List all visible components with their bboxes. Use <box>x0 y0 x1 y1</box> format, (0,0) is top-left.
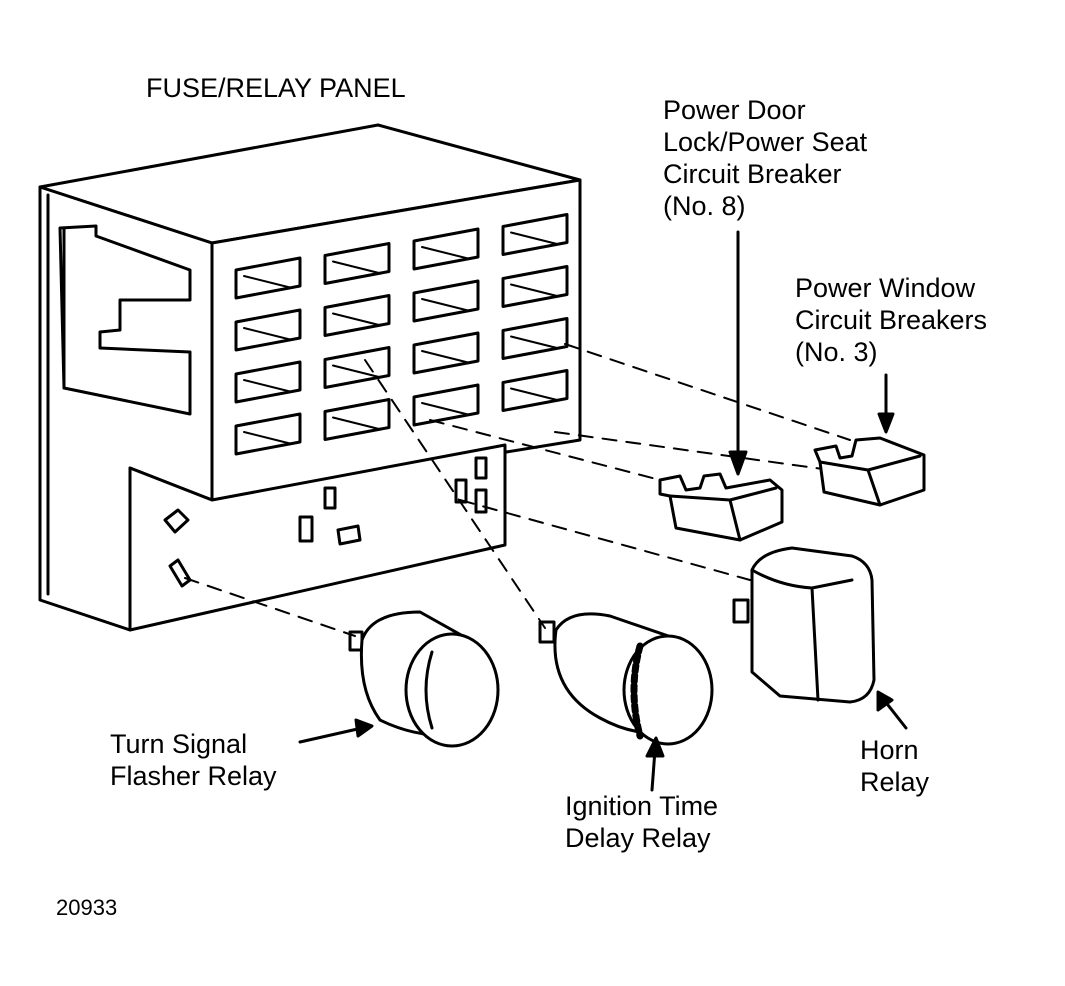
fuse-cavity <box>412 227 480 271</box>
alignment-lines <box>184 343 851 637</box>
fuse-cavity <box>323 242 391 285</box>
fuse-cavity <box>501 265 569 308</box>
label-line: Power Door <box>663 95 806 125</box>
label-line: Power Window <box>795 273 976 303</box>
fuse-cavity <box>234 256 302 300</box>
fuse-cavity <box>323 294 391 337</box>
power-door-lock-circuit-breaker <box>658 472 784 542</box>
fuse-cavity <box>412 279 480 323</box>
panel-clip <box>58 224 192 416</box>
label-line: Delay Relay <box>565 823 711 853</box>
fuse-cavity-shade <box>421 246 471 260</box>
label-power-window-breakers: Power Window Circuit Breakers (No. 3) <box>795 272 987 368</box>
label-line: Circuit Breakers <box>795 305 988 335</box>
fuse-cavity <box>501 317 569 360</box>
label-line: Circuit Breaker <box>663 159 842 189</box>
label-line: Turn Signal <box>110 729 248 759</box>
fuse-cavity-shade <box>421 402 471 416</box>
fuse-cavity <box>501 369 569 412</box>
label-line: Ignition Time <box>565 791 719 821</box>
fuse-cavity-shade <box>332 364 382 379</box>
figure-number: 20933 <box>56 895 118 920</box>
ignition-time-delay-relay <box>538 612 714 746</box>
label-line: Lock/Power Seat <box>663 127 868 157</box>
fuse-cavity <box>412 331 480 375</box>
fuse-cavity-shade <box>421 350 471 364</box>
fuse-cavity-shade <box>510 231 560 246</box>
horn-relay <box>732 546 876 704</box>
leader-arrows <box>298 230 908 792</box>
turn-signal-flasher-relay <box>348 610 500 748</box>
label-line: Horn <box>860 735 919 765</box>
fuse-cavity-shade <box>243 327 293 341</box>
fuse-cavity-shade <box>421 298 471 312</box>
label-line: Flasher Relay <box>110 761 277 791</box>
fuse-relay-panel <box>38 123 582 632</box>
fuse-cavity-shade <box>243 275 293 289</box>
fuse-cavity-shade <box>510 335 560 350</box>
fuse-cavity-shade <box>510 283 560 298</box>
fuse-cavity <box>501 213 569 256</box>
label-turn-signal-flasher: Turn Signal Flasher Relay <box>110 728 277 792</box>
fuse-cavity <box>234 412 302 456</box>
fuse-cavity-shade <box>243 431 293 445</box>
fuse-cavity-shade <box>510 387 560 402</box>
fuse-cavity <box>234 360 302 404</box>
fuse-cavities <box>234 213 569 456</box>
label-line: (No. 8) <box>663 191 746 221</box>
fuse-cavity-shade <box>332 312 382 327</box>
label-ignition-time-delay: Ignition Time Delay Relay <box>565 790 718 854</box>
power-window-circuit-breaker <box>813 436 926 507</box>
label-line: (No. 3) <box>795 337 878 367</box>
label-horn-relay: Horn Relay <box>860 734 929 798</box>
diagram-title: FUSE/RELAY PANEL <box>146 73 406 103</box>
fuse-cavity-shade <box>243 379 293 393</box>
fuse-cavity <box>323 346 391 389</box>
label-power-door-lock-breaker: Power Door Lock/Power Seat Circuit Break… <box>663 94 867 222</box>
fuse-cavity <box>234 308 302 352</box>
fuse-cavity <box>323 398 391 441</box>
fuse-cavity <box>412 383 480 427</box>
fuse-cavity-shade <box>332 416 382 431</box>
label-line: Relay <box>860 767 930 797</box>
fuse-cavity-shade <box>332 260 382 275</box>
